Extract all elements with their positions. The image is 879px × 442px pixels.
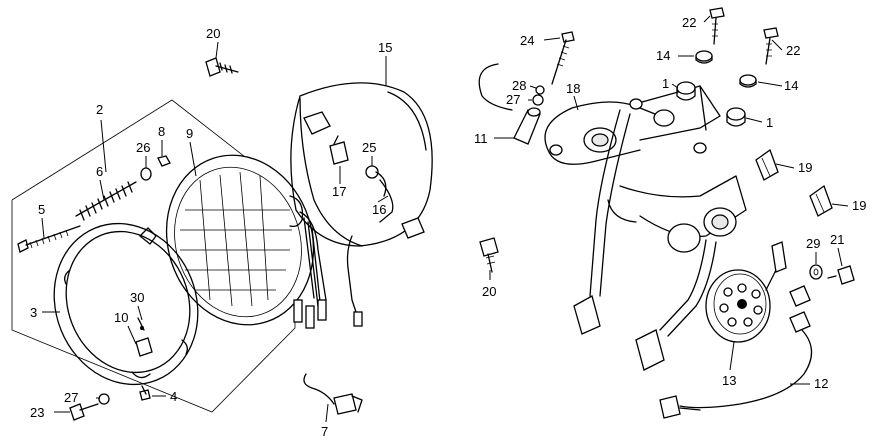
screw-23 (69, 403, 99, 421)
bolt-20-top (205, 57, 239, 77)
callout-19-lower: 19 (852, 198, 866, 213)
washer-27-left (98, 393, 110, 405)
callout-3: 3 (30, 305, 37, 320)
callout-2: 2 (96, 102, 103, 117)
callout-16: 16 (372, 202, 386, 217)
horn-13 (705, 241, 787, 343)
callout-22-lower: 22 (786, 43, 800, 58)
bolt-22-lower (763, 27, 779, 65)
rubber-1-upper (676, 81, 696, 101)
bolt-21 (827, 265, 855, 285)
callout-17: 17 (332, 184, 346, 199)
callout-1-upper: 1 (662, 76, 669, 91)
callout-13: 13 (722, 373, 736, 388)
horn-wire-12 (659, 285, 813, 419)
headlight-stay-18 (544, 85, 747, 371)
screw-5 (17, 225, 81, 253)
callout-27-right: 27 (506, 92, 520, 107)
callout-22-upper: 22 (682, 15, 696, 30)
callout-10: 10 (114, 310, 128, 325)
washer-27-right (532, 94, 544, 106)
callout-6: 6 (96, 164, 103, 179)
washer-28 (535, 85, 545, 95)
callout-28: 28 (512, 78, 526, 93)
leader-lines (41, 15, 849, 423)
clip-10 (135, 317, 153, 357)
callout-15: 15 (378, 40, 392, 55)
callout-21: 21 (830, 232, 844, 247)
callout-1-lower: 1 (766, 115, 773, 130)
callout-20-right: 20 (482, 284, 496, 299)
callout-12: 12 (814, 376, 828, 391)
callout-5: 5 (38, 202, 45, 217)
harness-16 (379, 179, 394, 223)
callout-29: 29 (806, 236, 820, 251)
callout-8: 8 (158, 124, 165, 139)
nut-14-upper (695, 50, 713, 64)
callout-14-lower: 14 (784, 78, 798, 93)
nut-8 (157, 155, 171, 167)
callout-30: 30 (130, 290, 144, 305)
callout-14-upper: 14 (656, 48, 670, 63)
bolt-20-right (479, 237, 499, 273)
clip-19-lower (809, 184, 833, 217)
bolt-24 (551, 31, 575, 85)
bulb-socket-7 (303, 373, 363, 415)
headlight-case-15 (290, 82, 433, 327)
callout-26: 26 (136, 140, 150, 155)
callout-7: 7 (321, 424, 328, 439)
callout-9: 9 (186, 126, 193, 141)
callout-19-upper: 19 (798, 160, 812, 175)
rubber-1-lower (726, 107, 746, 127)
grommet-25 (365, 165, 387, 197)
screw-4 (139, 385, 151, 401)
callout-18: 18 (566, 81, 580, 96)
headlight-lens-9 (165, 154, 327, 329)
headlight-rim-3 (53, 222, 199, 386)
headlight-unit-outline (11, 99, 296, 413)
collar-11 (478, 63, 541, 145)
callout-20-top: 20 (206, 26, 220, 41)
callout-24: 24 (520, 33, 534, 48)
bolt-22-upper (709, 7, 725, 45)
callout-25: 25 (362, 140, 376, 155)
callout-23: 23 (30, 405, 44, 420)
nut-14-lower (739, 74, 757, 88)
washer-26 (140, 167, 152, 181)
connector-17 (329, 135, 349, 165)
washer-29 (809, 264, 823, 280)
callout-11: 11 (474, 131, 488, 146)
callout-4: 4 (170, 389, 177, 404)
spring-6 (75, 181, 137, 221)
clip-19-upper (755, 148, 779, 181)
callout-27-left: 27 (64, 390, 78, 405)
callout-labels: 20 2 8 9 26 6 5 3 30 10 4 27 23 7 15 25 … (30, 15, 866, 439)
